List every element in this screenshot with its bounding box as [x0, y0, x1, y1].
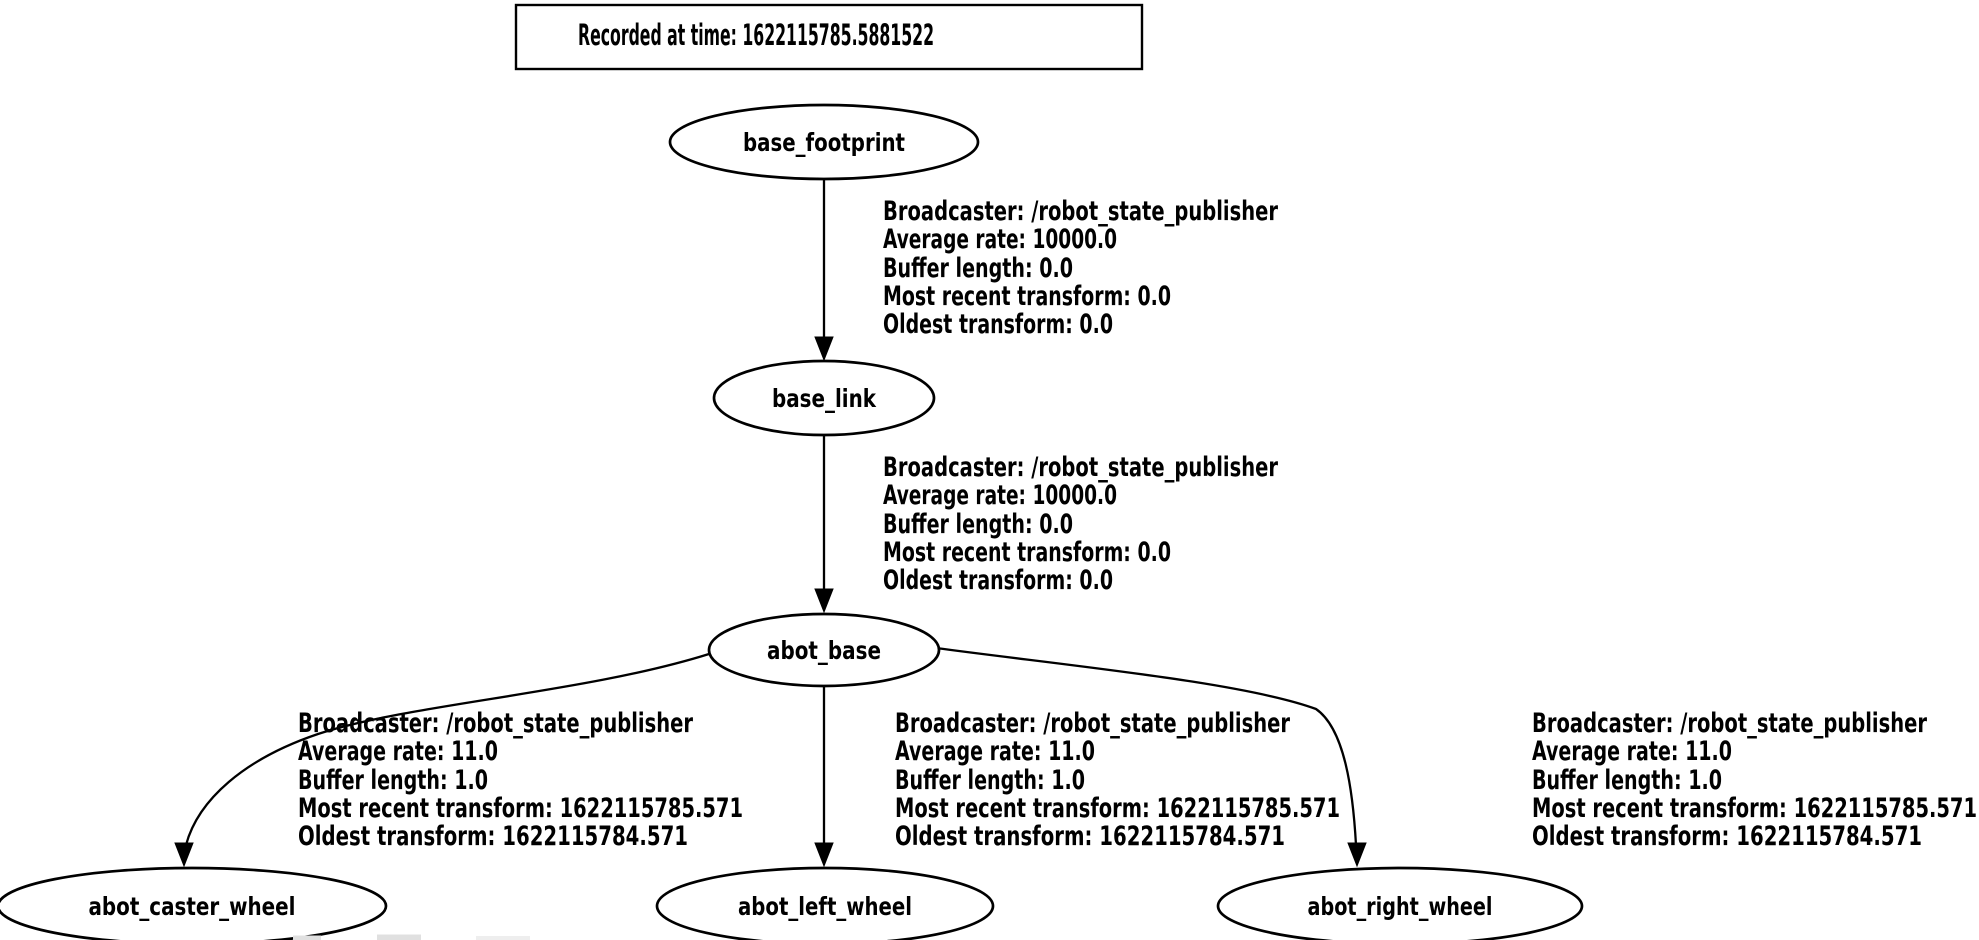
cropped-content-artifact — [377, 934, 421, 940]
arrowhead — [814, 336, 834, 362]
edge-average-rate-line: Average rate: 10000.0 — [883, 480, 1117, 511]
title-box — [514, 3, 1144, 71]
node-ellipse-base_link — [712, 359, 936, 437]
node-label: base_footprint — [743, 128, 905, 157]
edge-abot_base-abot_caster_wheel — [184, 652, 710, 846]
edge-oldest-line: Oldest transform: 1622115784.571 — [895, 821, 1285, 852]
edge-broadcaster-line: Broadcaster: /robot_state_publisher — [895, 708, 1290, 739]
edge-label-abot_base-abot_right_wheel: Broadcaster: /robot_state_publisher Aver… — [1532, 708, 1977, 852]
edge-broadcaster-line: Broadcaster: /robot_state_publisher — [1532, 708, 1927, 739]
edge-oldest-line: Oldest transform: 0.0 — [883, 565, 1113, 596]
edge-abot_base-abot_right_wheel — [935, 646, 1358, 846]
edge-most-recent-line: Most recent transform: 1622115785.571 — [895, 793, 1340, 824]
arrowhead — [174, 842, 194, 868]
edges — [174, 180, 1367, 868]
edge-label-base_footprint-base_link: Broadcaster: /robot_state_publisher Aver… — [883, 196, 1278, 340]
node-label: abot_base — [767, 636, 881, 665]
bottom-cropped-artifacts — [293, 934, 530, 940]
arrowhead — [1347, 842, 1367, 868]
edge-average-rate-line: Average rate: 11.0 — [1532, 736, 1732, 767]
recorded-time-label: Recorded at time: 1622115785.5881522 — [578, 18, 934, 52]
edge-average-rate-line: Average rate: 11.0 — [895, 736, 1095, 767]
edge-most-recent-line: Most recent transform: 0.0 — [883, 537, 1171, 568]
edge-buffer-length-line: Buffer length: 0.0 — [883, 253, 1073, 284]
arrowhead — [814, 842, 834, 868]
node-ellipse-base_footprint — [668, 103, 980, 181]
edge-buffer-length-line: Buffer length: 0.0 — [883, 509, 1073, 540]
edge-buffer-length-line: Buffer length: 1.0 — [298, 765, 488, 796]
edge-label-abot_base-abot_caster_wheel: Broadcaster: /robot_state_publisher Aver… — [298, 708, 743, 852]
node-ellipse-abot_caster_wheel — [0, 866, 388, 940]
node-ellipse-abot_base — [707, 612, 941, 688]
edge-oldest-line: Oldest transform: 1622115784.571 — [1532, 821, 1922, 852]
cropped-content-artifact — [293, 935, 321, 940]
edge-oldest-line: Oldest transform: 1622115784.571 — [298, 821, 688, 852]
edge-broadcaster-line: Broadcaster: /robot_state_publisher — [883, 196, 1278, 227]
edge-most-recent-line: Most recent transform: 1622115785.571 — [298, 793, 743, 824]
edge-label-base_link-abot_base: Broadcaster: /robot_state_publisher Aver… — [883, 452, 1278, 596]
node-label: abot_left_wheel — [738, 892, 912, 921]
edge-most-recent-line: Most recent transform: 1622115785.571 — [1532, 793, 1977, 824]
cropped-content-artifact — [476, 936, 530, 940]
edge-most-recent-line: Most recent transform: 0.0 — [883, 281, 1171, 312]
arrowhead — [814, 588, 834, 614]
edge-average-rate-line: Average rate: 11.0 — [298, 736, 498, 767]
edge-oldest-line: Oldest transform: 0.0 — [883, 309, 1113, 340]
node-ellipse-abot_left_wheel — [655, 866, 995, 940]
node-ellipse-abot_right_wheel — [1216, 866, 1584, 940]
edge-buffer-length-line: Buffer length: 1.0 — [1532, 765, 1722, 796]
node-label: abot_right_wheel — [1308, 892, 1493, 921]
edge-buffer-length-line: Buffer length: 1.0 — [895, 765, 1085, 796]
node-label: abot_caster_wheel — [89, 892, 296, 921]
title-node: Recorded at time: 1622115785.5881522 — [514, 3, 1144, 71]
edge-average-rate-line: Average rate: 10000.0 — [883, 224, 1117, 255]
edge-broadcaster-line: Broadcaster: /robot_state_publisher — [298, 708, 693, 739]
edge-broadcaster-line: Broadcaster: /robot_state_publisher — [883, 452, 1278, 483]
node-label: base_link — [772, 384, 877, 413]
edge-label-abot_base-abot_left_wheel: Broadcaster: /robot_state_publisher Aver… — [895, 708, 1340, 852]
nodes: base_footprint base_link abot_base abot_… — [0, 103, 1584, 940]
